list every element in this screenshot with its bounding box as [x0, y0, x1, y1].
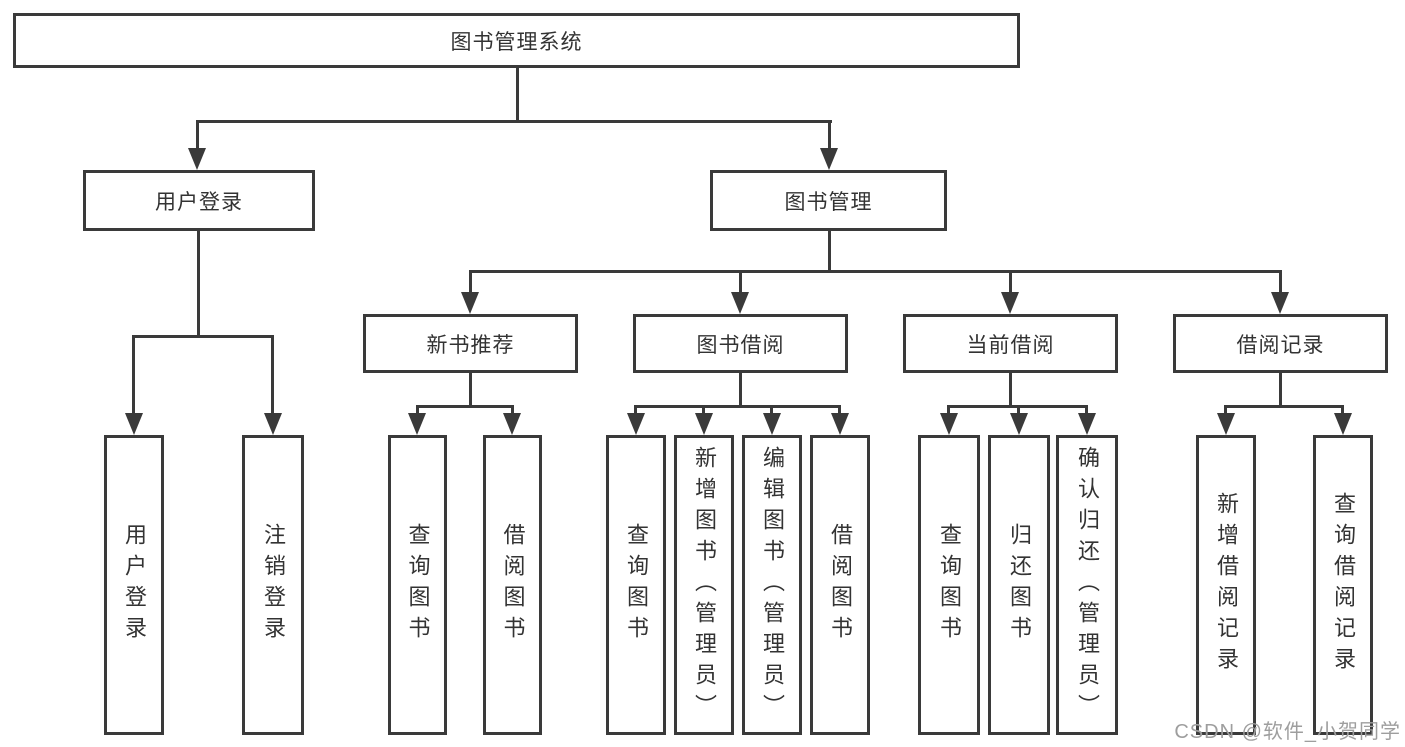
connector-section-bar [416, 405, 514, 408]
connector-drop [1009, 270, 1012, 292]
connector-section-stub [1279, 373, 1282, 405]
node-current-borrow: 当前借阅 [903, 314, 1118, 373]
leaf-user-login: 用户登录 [104, 435, 164, 735]
connector-drop [702, 405, 705, 413]
connector-book-bar [469, 270, 1281, 273]
connector-drop [1017, 405, 1020, 413]
leaf-logout: 注销登录 [242, 435, 304, 735]
leaf-newbook-query-books-label: 查询图书 [405, 523, 431, 647]
connector-drop [132, 335, 135, 413]
leaf-logout-label: 注销登录 [261, 523, 286, 647]
arrowhead-down-icon [188, 148, 206, 170]
leaf-newbook-query-books: 查询图书 [388, 435, 447, 735]
connector-drop [271, 335, 274, 413]
connector-drop [469, 270, 472, 292]
connector-drop [1341, 405, 1344, 413]
connector-drop [828, 120, 831, 148]
leaf-borrow-borrow-books-label: 借阅图书 [828, 523, 853, 647]
arrowhead-down-icon [763, 413, 781, 435]
node-library-management-system: 图书管理系统 [13, 13, 1020, 68]
csdn-watermark: CSDN @软件_小贺同学 [1174, 721, 1401, 743]
arrowhead-down-icon [1010, 413, 1028, 435]
leaf-current-query-books: 查询图书 [918, 435, 980, 735]
leaf-newbook-borrow-books-label: 借阅图书 [500, 523, 526, 647]
node-new-book-recommend: 新书推荐 [363, 314, 578, 373]
leaf-user-login-label: 用户登录 [122, 523, 147, 647]
arrowhead-down-icon [940, 413, 958, 435]
leaf-borrow-add-books-admin-label: 新增图书（管理员） [692, 445, 717, 725]
arrowhead-down-icon [1078, 413, 1096, 435]
arrowhead-down-icon [820, 148, 838, 170]
connector-drop [416, 405, 419, 413]
arrowhead-down-icon [264, 413, 282, 435]
leaf-records-query-record-label: 查询借阅记录 [1331, 492, 1356, 678]
connector-drop [947, 405, 950, 413]
leaf-borrow-borrow-books: 借阅图书 [810, 435, 870, 735]
connector-book-stub [828, 231, 831, 270]
arrowhead-down-icon [831, 413, 849, 435]
arrowhead-down-icon [1001, 292, 1019, 314]
leaf-records-query-record: 查询借阅记录 [1313, 435, 1373, 735]
connector-drop [1224, 405, 1227, 413]
arrowhead-down-icon [461, 292, 479, 314]
connector-drop [1085, 405, 1088, 413]
leaf-borrow-query-books-label: 查询图书 [624, 523, 649, 647]
connector-drop [634, 405, 637, 413]
connector-drop [1279, 270, 1282, 292]
leaf-current-return-books: 归还图书 [988, 435, 1050, 735]
connector-user-bar [132, 335, 274, 338]
connector-section-stub [739, 373, 742, 405]
arrowhead-down-icon [731, 292, 749, 314]
connector-section-stub [469, 373, 472, 405]
arrowhead-down-icon [695, 413, 713, 435]
connector-root-bar [196, 120, 832, 123]
node-borrow-records: 借阅记录 [1173, 314, 1388, 373]
connector-user-stub [197, 231, 200, 335]
connector-drop [838, 405, 841, 413]
connector-drop [511, 405, 514, 413]
connector-drop [739, 270, 742, 292]
leaf-records-add-record: 新增借阅记录 [1196, 435, 1256, 735]
leaf-current-confirm-return-admin-label: 确认归还（管理员） [1075, 445, 1100, 725]
node-book-management: 图书管理 [710, 170, 947, 231]
arrowhead-down-icon [1334, 413, 1352, 435]
leaf-current-confirm-return-admin: 确认归还（管理员） [1056, 435, 1118, 735]
arrowhead-down-icon [1217, 413, 1235, 435]
leaf-borrow-edit-books-admin: 编辑图书（管理员） [742, 435, 802, 735]
connector-root-stub [516, 68, 519, 120]
leaf-records-add-record-label: 新增借阅记录 [1214, 492, 1239, 678]
leaf-borrow-query-books: 查询图书 [606, 435, 666, 735]
leaf-borrow-add-books-admin: 新增图书（管理员） [674, 435, 734, 735]
node-book-borrow: 图书借阅 [633, 314, 848, 373]
connector-drop [770, 405, 773, 413]
arrowhead-down-icon [627, 413, 645, 435]
leaf-current-return-books-label: 归还图书 [1007, 523, 1032, 647]
node-user-login: 用户登录 [83, 170, 315, 231]
connector-section-bar [1224, 405, 1343, 408]
connector-drop [196, 120, 199, 148]
arrowhead-down-icon [408, 413, 426, 435]
arrowhead-down-icon [503, 413, 521, 435]
leaf-current-query-books-label: 查询图书 [937, 523, 962, 647]
connector-section-bar [634, 405, 840, 408]
leaf-borrow-edit-books-admin-label: 编辑图书（管理员） [760, 445, 785, 725]
leaf-newbook-borrow-books: 借阅图书 [483, 435, 542, 735]
connector-section-stub [1009, 373, 1012, 405]
arrowhead-down-icon [1271, 292, 1289, 314]
arrowhead-down-icon [125, 413, 143, 435]
